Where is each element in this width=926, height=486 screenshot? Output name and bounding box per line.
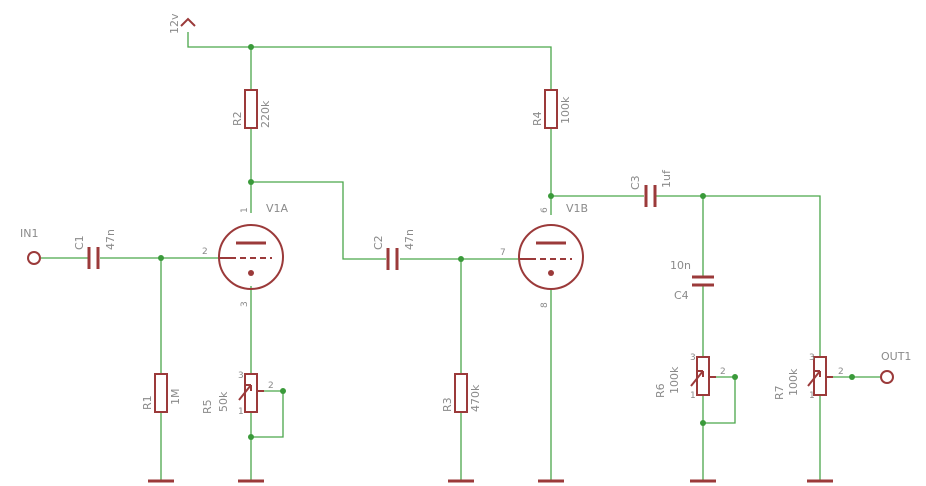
resistor-body-icon (244, 89, 258, 129)
junction-dot (280, 388, 286, 394)
v1b-pin-plate: 6 (540, 207, 550, 213)
v1b-pin-cathode: 8 (540, 302, 550, 308)
v1a-name: V1A (266, 202, 289, 215)
supply-symbol: 12v (168, 13, 196, 34)
tube-cathode-icon (548, 270, 554, 276)
junction-dot (248, 434, 254, 440)
r5-loop-wire (250, 390, 284, 438)
capacitor-c2: C2 47n (372, 229, 416, 270)
r1-value: 1M (169, 389, 182, 406)
r6-pin-1: 1 (690, 391, 696, 401)
resistor-body-icon (454, 373, 468, 413)
output-port: OUT1 (880, 350, 911, 384)
resistor-r3: R3 470k (441, 373, 482, 413)
input-terminal-icon (27, 251, 41, 265)
v1b-name: V1B (566, 202, 588, 215)
supply-label: 12v (168, 13, 181, 34)
v1a-pin-plate: 1 (240, 207, 250, 213)
wiper-arrow-icon (807, 370, 821, 387)
v1a-pin-cathode: 3 (240, 301, 250, 307)
tube-v1b: V1B 6 7 8 (500, 202, 588, 308)
r6-pin-2: 2 (720, 367, 726, 377)
output-port-label: OUT1 (881, 350, 911, 363)
junction-dot (248, 179, 254, 185)
r5-value: 50k (217, 391, 230, 412)
r5-pin-2: 2 (268, 381, 274, 391)
c4-name: C4 (674, 289, 689, 302)
r2-name: R2 (231, 111, 244, 126)
capacitor-c3: C3 1uf (629, 169, 673, 207)
r6-pin-3: 3 (690, 353, 696, 363)
r7-pin-1: 1 (809, 391, 815, 401)
c2-value: 47n (403, 229, 416, 250)
capacitor-c1: C1 47n (73, 229, 117, 269)
r5-pin-3: 3 (238, 371, 244, 381)
potentiometer-r6: R6 100k 3 1 2 (654, 353, 726, 401)
tube-envelope-icon (518, 224, 584, 290)
tube-cathode-icon (248, 270, 254, 276)
c4-value: 10n (670, 259, 691, 272)
r4-name: R4 (531, 111, 544, 126)
r6-name: R6 (654, 383, 667, 398)
junction-dot (700, 420, 706, 426)
junction-dot (158, 255, 164, 261)
r6-loop-wire (702, 376, 736, 424)
resistor-body-icon (544, 89, 558, 129)
r5-pin-1: 1 (238, 407, 244, 417)
v1b-pin-grid: 7 (500, 248, 506, 258)
potentiometer-r5: R5 50k 3 1 2 (201, 371, 274, 417)
supply-arrow-icon (180, 17, 196, 27)
junction-dot (700, 193, 706, 199)
input-port-label: IN1 (20, 227, 38, 240)
r7-name: R7 (773, 385, 786, 400)
r3-value: 470k (469, 384, 482, 412)
junction-dot (849, 374, 855, 380)
r5-name: R5 (201, 399, 214, 414)
junctions (158, 44, 855, 440)
capacitor-c4: 10n C4 (670, 259, 714, 302)
r6-value: 100k (668, 366, 681, 394)
supply-rail-wire (187, 32, 552, 90)
junction-dot (458, 256, 464, 262)
resistor-body-icon (154, 373, 168, 413)
wiper-arrow-icon (690, 370, 704, 387)
v1a-pin-grid: 2 (202, 247, 208, 257)
c3-out-wire (656, 195, 821, 357)
r4-value: 100k (559, 96, 572, 124)
coupling-wire-a (251, 181, 386, 260)
r1-name: R1 (141, 395, 154, 410)
junction-dot (248, 44, 254, 50)
wiper-arrow-icon (238, 384, 252, 401)
input-port: IN1 (20, 227, 41, 265)
tube-v1a: V1A 1 2 3 (202, 202, 289, 307)
junction-dot (548, 193, 554, 199)
resistor-r2: R2 220k (231, 89, 272, 129)
resistor-r1: R1 1M (141, 373, 182, 413)
potentiometer-r7: R7 100k 3 1 2 (773, 353, 844, 401)
c2-name: C2 (372, 235, 385, 250)
r3-name: R3 (441, 397, 454, 412)
c1-value: 47n (104, 229, 117, 250)
c1-name: C1 (73, 235, 86, 250)
c3-name: C3 (629, 175, 642, 190)
r7-pin-2: 2 (838, 367, 844, 377)
resistor-body-icon (244, 373, 258, 413)
r7-value: 100k (787, 368, 800, 396)
wires (41, 32, 880, 480)
r7-pin-3: 3 (809, 353, 815, 363)
resistor-r4: R4 100k (531, 89, 572, 129)
c3-value: 1uf (660, 169, 673, 188)
output-terminal-icon (880, 370, 894, 384)
junction-dot (732, 374, 738, 380)
r2-value: 220k (259, 100, 272, 128)
